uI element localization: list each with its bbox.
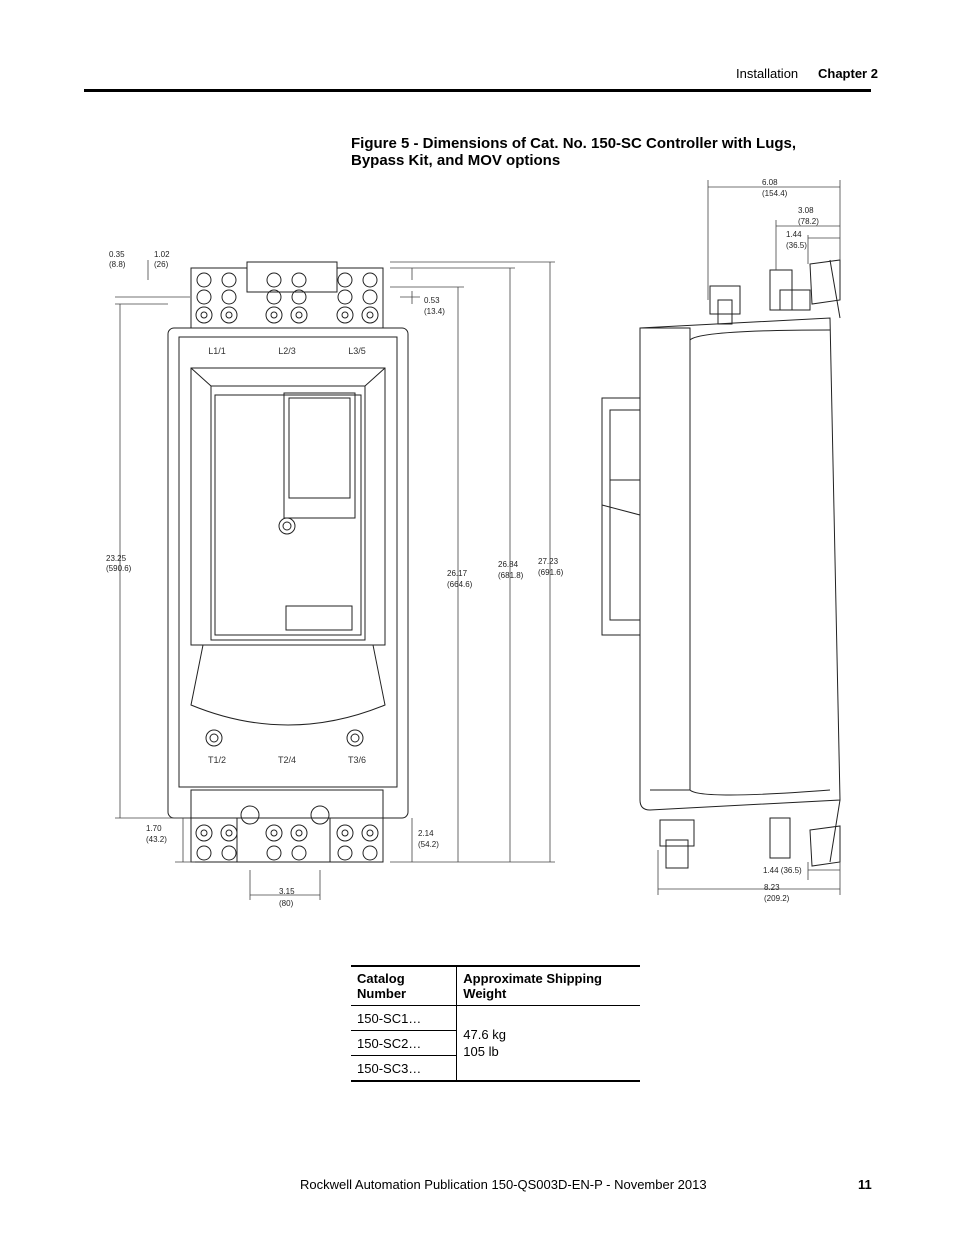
- dim-2325-mm: (590.6): [106, 564, 132, 573]
- dim-315-in: 3.15: [279, 887, 295, 896]
- dim-170-in: 1.70: [146, 824, 162, 833]
- dim-102-in: 1.02: [154, 250, 170, 259]
- dim-608-in: 6.08: [762, 178, 778, 187]
- terminal-label-l3: L3/5: [348, 346, 366, 356]
- dim-2617-in: 26.17: [447, 569, 468, 578]
- dim-170-mm: (43.2): [146, 835, 167, 844]
- terminal-label-l2: L2/3: [278, 346, 296, 356]
- cover-outline: [190, 367, 386, 646]
- table-row: 150-SC1… 47.6 kg 105 lb: [351, 1005, 640, 1082]
- dim-2723-mm: (691.6): [538, 568, 564, 577]
- dim-308-in: 3.08: [798, 206, 814, 215]
- bottom-lug-circles: [195, 805, 379, 861]
- catalog-number-cell: 150-SC1…: [351, 1005, 457, 1031]
- catalog-number-cell: 150-SC2…: [351, 1030, 457, 1056]
- dim-144-bottom: 1.44 (36.5): [763, 866, 802, 875]
- col-header-catalog: Catalog Number: [351, 965, 457, 1006]
- dim-2723-in: 27.23: [538, 557, 559, 566]
- dim-053-mm: (13.4): [424, 307, 445, 316]
- bypass-kit-bar: [246, 261, 338, 293]
- weight-kg: 47.6 kg: [463, 1027, 506, 1042]
- terminal-label-t1: T1/2: [208, 755, 226, 765]
- header-chapter: Chapter 2: [818, 66, 878, 81]
- dim-2617-mm: (664.6): [447, 580, 473, 589]
- dim-2684-mm: (681.8): [498, 571, 524, 580]
- col-header-weight: Approximate Shipping Weight: [456, 965, 640, 1006]
- dim-214-in: 2.14: [418, 829, 434, 838]
- side-view: [601, 259, 841, 869]
- terminal-label-t3: T3/6: [348, 755, 366, 765]
- control-module: [210, 385, 366, 641]
- dim-823-in: 8.23: [764, 883, 780, 892]
- bottom-lug-block: [190, 789, 384, 863]
- dim-102-mm: (26): [154, 260, 169, 269]
- dim-144-mm: (36.5): [786, 241, 807, 250]
- header-rule: [84, 89, 871, 92]
- dim-214-mm: (54.2): [418, 840, 439, 849]
- dim-144-in: 1.44: [786, 230, 802, 239]
- table-row: 150-SC2…: [351, 1030, 640, 1056]
- table-row: 150-SC3…: [351, 1055, 640, 1082]
- terminal-label-t2: T2/4: [278, 755, 296, 765]
- shipping-weight-table: Catalog Number Approximate Shipping Weig…: [351, 965, 640, 1082]
- dim-823-mm: (209.2): [764, 894, 790, 903]
- dim-2684-in: 26.84: [498, 560, 519, 569]
- reset-button: [278, 517, 296, 535]
- terminal-label-l1: L1/1: [208, 346, 226, 356]
- controller-chassis: [167, 327, 409, 819]
- catalog-number-cell: 150-SC3…: [351, 1055, 457, 1082]
- display-panel: [283, 392, 356, 519]
- dim-608-mm: (154.4): [762, 189, 788, 198]
- chassis-inner-outline: [178, 336, 398, 788]
- top-lug-circles: [195, 272, 379, 324]
- dim-035-in: 0.35: [109, 250, 125, 259]
- dim-2325-in: 23.25: [106, 554, 127, 563]
- weight-lb: 105 lb: [463, 1044, 499, 1059]
- figure-title: Figure 5 - Dimensions of Cat. No. 150-SC…: [351, 135, 797, 169]
- dim-053-in: 0.53: [424, 296, 440, 305]
- weight-cell: 47.6 kg 105 lb: [456, 1005, 640, 1082]
- dim-315-mm: (80): [279, 899, 294, 908]
- dim-035-mm: (8.8): [109, 260, 126, 269]
- lower-cover: [190, 644, 386, 726]
- footer-publication: Rockwell Automation Publication 150-QS00…: [300, 1177, 707, 1192]
- dim-308-mm: (78.2): [798, 217, 819, 226]
- page-number: 11: [858, 1177, 872, 1192]
- header-section: Installation: [736, 66, 799, 81]
